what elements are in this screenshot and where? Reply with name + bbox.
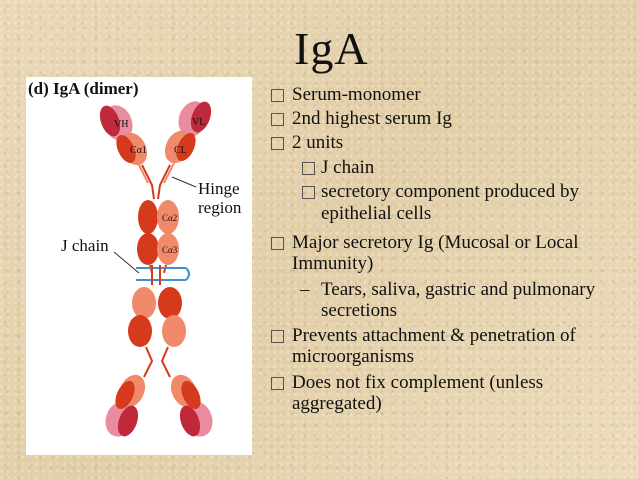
bullet-marker xyxy=(271,113,284,126)
bullet-prevents-attachment-cont: microorganisms xyxy=(292,346,415,367)
bullet-marker xyxy=(271,237,284,250)
bullet-serum-monomer: Serum-monomer xyxy=(292,84,421,105)
slide-title: IgA xyxy=(294,23,369,74)
vl-label: VL xyxy=(192,117,205,128)
iga-dimer-diagram: VH VL Cα1 CL Cα2 Cα3 xyxy=(99,101,213,437)
iga-dimer-figure: VH VL Cα1 CL Cα2 Cα3 (d) IgA (dimer) Hin… xyxy=(26,77,252,455)
sub-bullet-marker xyxy=(302,186,315,199)
sub-bullet-secretory-component-cont: epithelial cells xyxy=(321,203,432,224)
j-chain-label: J chain xyxy=(61,236,109,255)
hinge-label-1: Hinge xyxy=(198,179,240,198)
sub-bullet-secretory-component: secretory component produced by xyxy=(321,181,579,202)
upper-fc xyxy=(137,200,179,274)
sub-bullet-marker xyxy=(302,162,315,175)
ca1-label: Cα1 xyxy=(130,145,147,156)
ca3-label: Cα3 xyxy=(162,245,178,255)
sub-dash-marker: – xyxy=(300,279,310,300)
sub-bullet-tears: Tears, saliva, gastric and pulmonary xyxy=(321,279,596,300)
lower-fc xyxy=(128,287,186,378)
bullet-marker xyxy=(271,137,284,150)
lower-right-fab xyxy=(170,374,213,437)
cl-label: CL xyxy=(174,145,187,156)
bullet-2nd-highest: 2nd highest serum Ig xyxy=(292,108,452,129)
bullet-does-not-fix: Does not fix complement (unless xyxy=(292,372,544,393)
bullet-does-not-fix-cont: aggregated) xyxy=(292,393,382,414)
bullet-marker xyxy=(271,89,284,102)
j-chain xyxy=(113,251,190,285)
hinge-label-2: region xyxy=(198,198,242,217)
sub-bullet-tears-cont: secretions xyxy=(321,300,397,321)
figure-title: (d) IgA (dimer) xyxy=(28,79,139,98)
bullet-marker xyxy=(271,377,284,390)
bullet-2-units: 2 units xyxy=(292,132,344,153)
bullet-major-secretory: Major secretory Ig (Mucosal or Local xyxy=(292,232,579,253)
sub-bullet-j-chain: J chain xyxy=(321,157,375,178)
bullet-major-secretory-cont: Immunity) xyxy=(292,253,374,274)
upper-right-fab xyxy=(164,101,212,164)
bullet-marker xyxy=(271,330,284,343)
upper-left-fab xyxy=(99,105,148,166)
lower-left-fab xyxy=(105,374,146,437)
ca2-label: Cα2 xyxy=(162,213,177,223)
bullet-prevents-attachment: Prevents attachment & penetration of xyxy=(292,325,576,346)
vh-label: VH xyxy=(114,119,128,130)
